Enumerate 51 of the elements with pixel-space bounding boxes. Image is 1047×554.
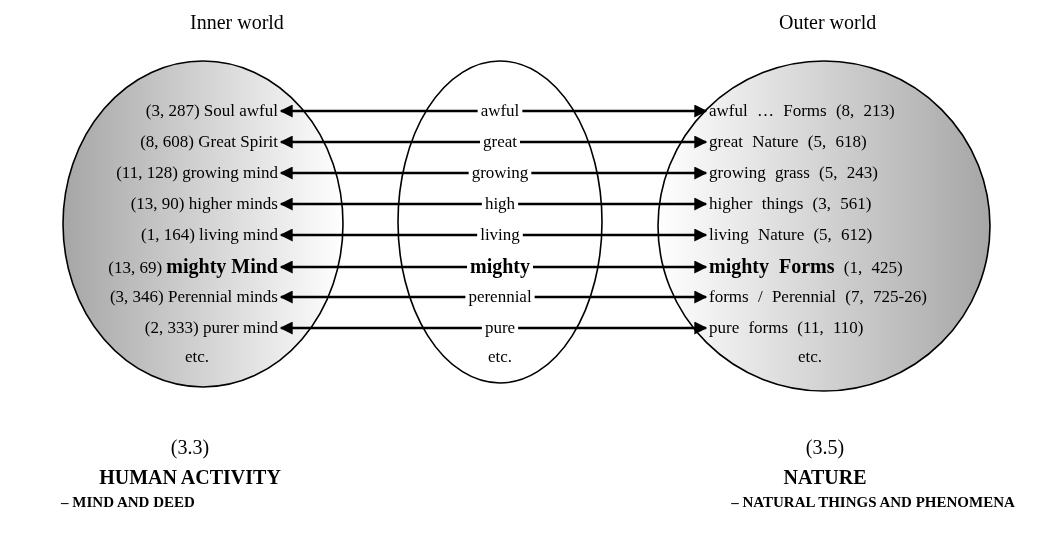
row-text: awful: [480, 101, 520, 121]
row-text: living Nature (5, 612): [709, 225, 873, 245]
etc-text: etc.: [487, 347, 513, 367]
arrow: [279, 228, 478, 242]
arrow: [533, 260, 708, 274]
row-text: higher things (3, 561): [709, 194, 872, 214]
section-title: HUMAN ACTIVITY: [99, 466, 281, 489]
row-text: growing grass (5, 243): [709, 163, 878, 183]
row-text: mighty Forms (1, 425): [709, 256, 903, 278]
arrow: [279, 104, 478, 118]
row-text: (2, 333) purer mind: [144, 318, 278, 338]
arrow: [279, 135, 480, 149]
row-text: awful … Forms (8, 213): [709, 101, 895, 121]
arrow: [522, 228, 708, 242]
etc-text: etc.: [797, 347, 823, 367]
arrow: [534, 290, 708, 304]
arrow: [279, 197, 482, 211]
section-title: NATURE: [783, 466, 867, 489]
row-text: (8, 608) Great Spirit: [140, 132, 278, 152]
row-text: (11, 128) growing mind: [116, 163, 278, 183]
row-text: (13, 90) higher minds: [130, 194, 278, 214]
arrow: [279, 166, 469, 180]
row-text: (13, 69) mighty Mind: [108, 256, 278, 278]
row-text: pure forms (11, 110): [709, 318, 864, 338]
row-text: growing: [471, 163, 529, 183]
arrow: [522, 104, 708, 118]
heading-text: Inner world: [190, 12, 284, 32]
row-text: (3, 287) Soul awful: [145, 101, 278, 121]
heading-text: Outer world: [779, 12, 877, 32]
arrow: [518, 321, 708, 335]
arrow: [279, 290, 466, 304]
section-number: (3.5): [805, 436, 845, 459]
row-text: perennial: [468, 287, 532, 307]
row-text: pure: [484, 318, 516, 338]
arrow: [520, 135, 708, 149]
section-subtitle: – NATURAL THINGS AND PHENOMENA: [731, 494, 1015, 511]
row-text: high: [484, 194, 516, 214]
row-text: great Nature (5, 618): [709, 132, 867, 152]
arrow: [279, 260, 467, 274]
section-subtitle: – MIND AND DEED: [61, 494, 195, 511]
section-number: (3.3): [170, 436, 210, 459]
etc-text: etc.: [184, 347, 210, 367]
row-text: forms / Perennial (7, 725-26): [709, 287, 927, 307]
row-text: (1, 164) living mind: [141, 225, 278, 245]
row-text: living: [480, 225, 520, 245]
arrow: [279, 321, 482, 335]
row-text: great: [483, 132, 517, 152]
row-text: (3, 346) Perennial minds: [109, 287, 278, 307]
arrow: [518, 197, 708, 211]
row-text: mighty: [470, 256, 530, 276]
arrow: [531, 166, 708, 180]
